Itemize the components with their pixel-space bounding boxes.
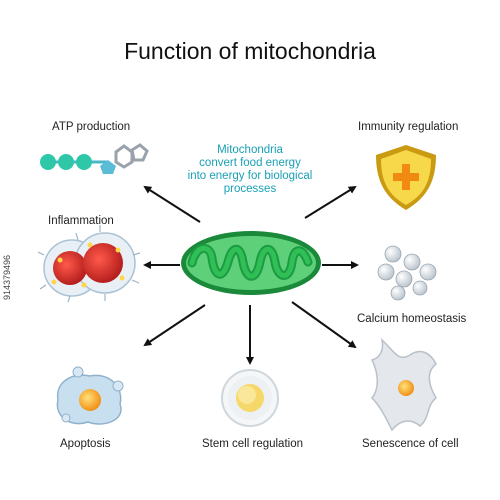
calcium-spheres-icon — [377, 245, 437, 301]
center-description: Mitochondria convert food energy into en… — [160, 144, 340, 196]
label-senescence-of-cell: Senescence of cell — [362, 438, 459, 450]
center-text-line: Mitochondria — [217, 144, 283, 156]
page-title: Function of mitochondria — [124, 38, 376, 64]
inflamed-cells-icon — [37, 225, 141, 303]
senescent-cell-icon — [370, 337, 437, 432]
center-text-line: into energy for biological — [187, 170, 313, 182]
label-atp-production: ATP production — [52, 121, 131, 133]
label-stem-cell-regulation: Stem cell regulation — [202, 438, 303, 450]
apoptotic-cell-icon — [56, 366, 124, 425]
label-inflammation: Inflammation — [48, 215, 114, 227]
center-text-line: convert food energy — [199, 157, 301, 169]
arrow-to-apoptosis — [143, 304, 206, 347]
arrow-to-atp — [143, 185, 201, 223]
arrow-to-senescence — [291, 301, 357, 349]
arrow-to-immunity — [304, 185, 357, 219]
label-apoptosis: Apoptosis — [60, 438, 111, 450]
center-text-line: processes — [223, 183, 277, 195]
atp-molecule-icon — [40, 143, 149, 174]
label-immunity-regulation: Immunity regulation — [358, 121, 459, 133]
label-calcium-homeostasis: Calcium homeostasis — [357, 313, 467, 325]
shield-plus-icon — [376, 145, 436, 210]
stock-id: 914379496 — [2, 254, 12, 300]
mitochondrion-icon — [181, 231, 321, 295]
stem-cell-icon — [221, 369, 279, 427]
